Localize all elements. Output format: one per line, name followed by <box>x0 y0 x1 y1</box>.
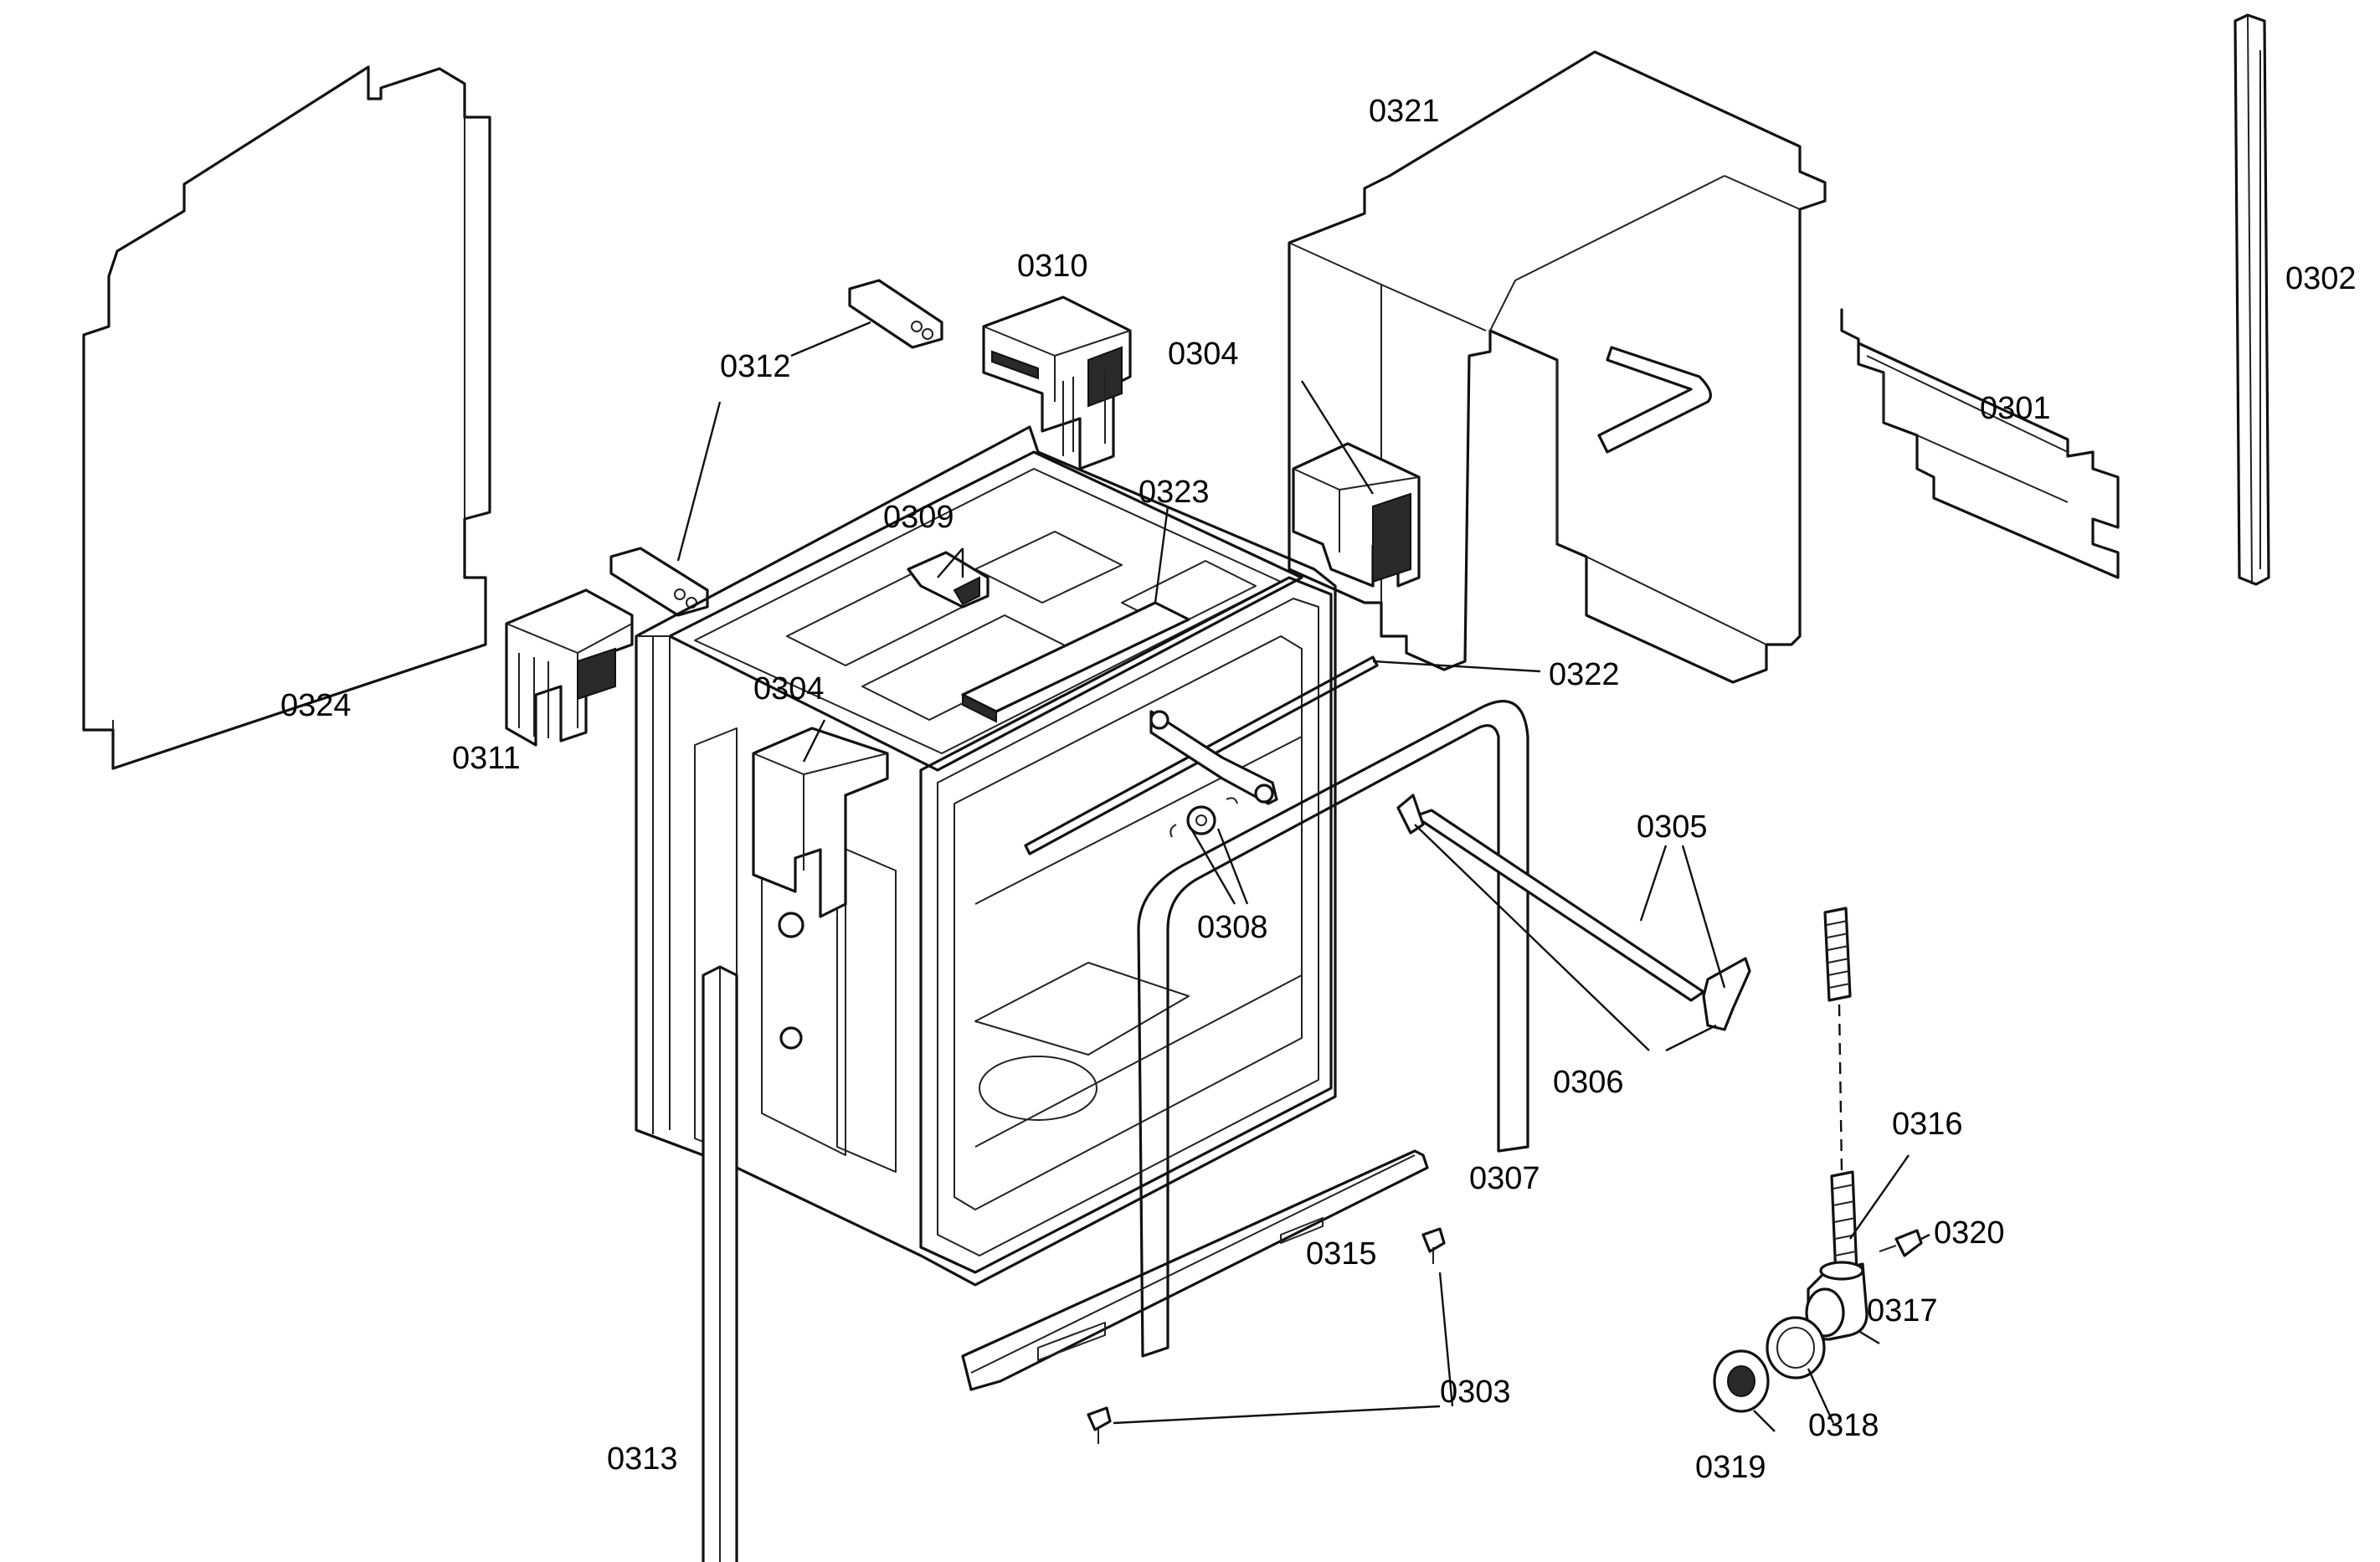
label-0310: 0310 <box>1017 249 1088 284</box>
label-0324: 0324 <box>280 688 352 723</box>
part-0310-clip-block <box>982 295 1132 470</box>
callout-labels: 0301 0302 0303 0304 0304 0305 0306 0307 … <box>280 94 2357 1485</box>
label-0317: 0317 <box>1867 1293 1938 1328</box>
part-0316-hose <box>1823 907 1858 1278</box>
part-0305-door-bar <box>1396 794 1751 1031</box>
label-0318: 0318 <box>1808 1408 1879 1443</box>
part-0304-clip-upper <box>1292 442 1421 588</box>
part-main-tub <box>635 425 1529 1562</box>
part-0324-side-panel <box>82 65 491 770</box>
label-0321: 0321 <box>1369 94 1440 129</box>
part-0312-bracket-upper <box>848 279 943 349</box>
label-0306: 0306 <box>1553 1065 1624 1100</box>
part-0303-screw-b <box>1087 1406 1112 1444</box>
part-0317-elbow <box>1805 1261 1869 1341</box>
label-0301: 0301 <box>1980 391 2051 426</box>
label-0313: 0313 <box>607 1441 678 1477</box>
part-0303-screw-a <box>1421 1227 1446 1264</box>
part-0302-side-rail <box>2233 13 2270 586</box>
label-0302: 0302 <box>2285 261 2357 296</box>
label-0303: 0303 <box>1440 1374 1511 1410</box>
part-0320-screw <box>1879 1229 1923 1257</box>
label-0305: 0305 <box>1637 809 1708 845</box>
label-0311: 0311 <box>452 741 521 776</box>
part-0301-rear-strip <box>1840 308 2120 579</box>
label-0323: 0323 <box>1139 475 1210 510</box>
label-0322: 0322 <box>1549 657 1620 692</box>
label-0307: 0307 <box>1469 1161 1540 1196</box>
label-0308: 0308 <box>1197 910 1268 945</box>
label-0316: 0316 <box>1892 1107 1963 1142</box>
label-0309: 0309 <box>883 500 954 535</box>
part-0321-insulation-hood <box>1288 50 1827 684</box>
leader-lines <box>676 321 1930 1432</box>
part-0318-seal-ring <box>1766 1316 1826 1380</box>
part-0319-filter-cap <box>1713 1349 1770 1413</box>
label-0315: 0315 <box>1306 1236 1377 1272</box>
part-0311-clip-block <box>505 588 634 747</box>
label-0312: 0312 <box>720 349 791 384</box>
label-0320: 0320 <box>1934 1215 2005 1251</box>
label-0304-lower: 0304 <box>753 671 825 706</box>
label-0319: 0319 <box>1695 1450 1766 1485</box>
label-0304-upper: 0304 <box>1168 337 1239 372</box>
